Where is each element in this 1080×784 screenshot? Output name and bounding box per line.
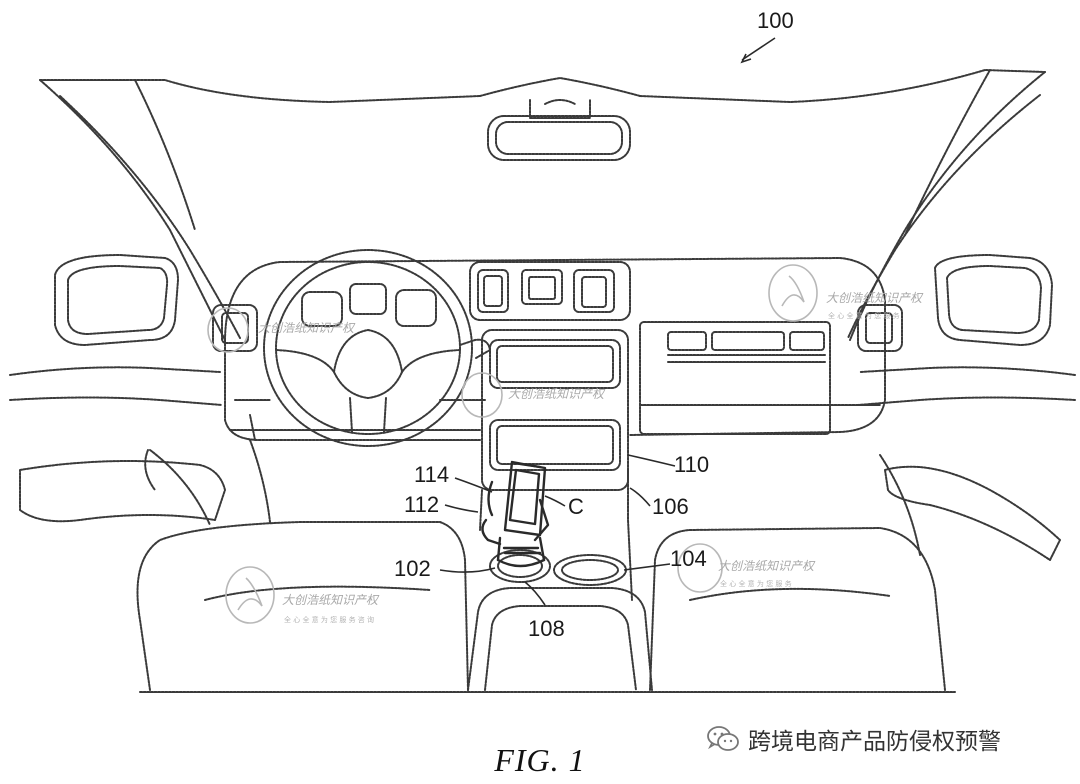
svg-text:大创浩纸知识产权: 大创浩纸知识产权 <box>508 387 606 401</box>
center-stack-top <box>469 261 631 321</box>
figure-caption: FIG. 1 <box>494 742 586 778</box>
ref-110: 110 <box>674 452 710 477</box>
lower-console <box>139 587 956 693</box>
ref-112: 112 <box>404 492 440 517</box>
rear-view-mirror <box>487 99 631 161</box>
ref-114: 114 <box>414 462 450 487</box>
ref-104: 104 <box>670 546 707 571</box>
svg-text:大创浩纸知识产权: 大创浩纸知识产权 <box>258 321 356 335</box>
svg-text:全 心 全 意 为 您 服 务: 全 心 全 意 为 您 服 务 <box>828 311 900 320</box>
watermark-stamp-3: 大创浩纸知识产权 全 心 全 意 为 您 服 务 <box>677 543 816 593</box>
steering-wheel <box>263 249 491 447</box>
wechat-watermark: 跨境电商产品防侵权预警 <box>706 722 1001 756</box>
watermark-stamp-1: 大创浩纸知识产权 全 心 全 意 为 您 服 务 咨 询 <box>225 566 380 624</box>
wechat-account-name: 跨境电商产品防侵权预警 <box>748 729 1001 755</box>
center-console <box>479 329 633 601</box>
left-side-mirror <box>54 254 179 346</box>
wechat-icon <box>707 726 739 751</box>
right-seat <box>649 454 946 691</box>
ref-102: 102 <box>394 556 431 581</box>
watermark-stamp-2: 大创浩纸知识产权 全 心 全 意 为 您 服 务 <box>768 264 924 322</box>
svg-text:大创浩纸知识产权: 大创浩纸知识产权 <box>826 291 924 305</box>
right-side-mirror <box>934 254 1053 346</box>
leader-lines <box>439 37 776 606</box>
cup-holder-104 <box>553 554 627 586</box>
ref-108: 108 <box>528 616 565 641</box>
ref-106: 106 <box>652 494 689 519</box>
ref-c: C <box>568 494 584 519</box>
door-panels <box>9 366 1076 561</box>
svg-text:全 心 全 意 为 您 服 务: 全 心 全 意 为 您 服 务 <box>720 579 792 588</box>
left-seat <box>136 414 469 691</box>
watermark-stamp-4: 大创浩纸知识产权 <box>461 372 606 418</box>
watermark-stamp-5: 大创浩纸知识产权 <box>207 307 356 353</box>
svg-text:全 心 全 意 为 您 服 务 咨 询: 全 心 全 意 为 您 服 务 咨 询 <box>284 615 374 624</box>
windshield-frame <box>39 69 1046 341</box>
cup-holder-102 <box>489 549 551 583</box>
dashboard <box>212 257 903 441</box>
smartphone <box>503 460 547 537</box>
svg-text:大创浩纸知识产权: 大创浩纸知识产权 <box>282 593 380 607</box>
ref-100: 100 <box>757 8 794 33</box>
svg-text:大创浩纸知识产权: 大创浩纸知识产权 <box>718 559 816 573</box>
